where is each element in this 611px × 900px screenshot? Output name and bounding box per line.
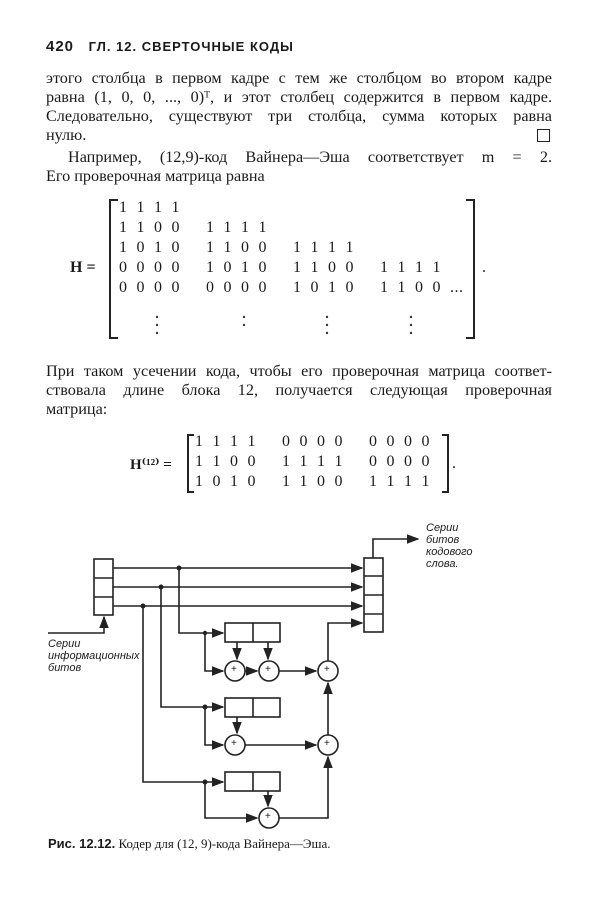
matrix-h12-brackets <box>187 434 449 493</box>
matrix-row: 0 0 0 0 0 0 0 0 1 0 1 0 1 1 0 0 ... <box>119 278 467 298</box>
adder <box>258 660 280 682</box>
figure-caption: Рис. 12.12. Кодер для (12, 9)-кода Вайне… <box>48 836 331 852</box>
matrix-block: 1 1 0 0 ... <box>380 279 464 296</box>
adder <box>224 734 246 756</box>
input-register <box>93 558 114 616</box>
text-line: Например, (12,9)-код Вайнера—Эша соответ… <box>68 148 552 166</box>
matrix-h-label: H = <box>70 259 96 276</box>
matrix-block: 0 0 0 0 <box>119 279 180 296</box>
label-line: битов <box>48 662 82 674</box>
caption-number: Рис. 12.12. <box>48 836 116 851</box>
matrix-block: 1 0 1 0 <box>195 473 256 490</box>
matrix-block: 1 0 1 0 <box>293 279 354 296</box>
adder-plus-symbol: + <box>265 664 271 675</box>
input-label: Серии информационных битов <box>48 638 139 674</box>
output-label: Серии битов кодового слова. <box>426 522 473 570</box>
text-line: равна (1, 0, 0, ..., 0)ᵀ, и этот столбец… <box>46 88 552 106</box>
text-line: нулю. <box>46 126 87 144</box>
end-of-proof-icon <box>537 129 550 142</box>
text-line: ствовала длине блока 12, получается след… <box>46 381 552 399</box>
label-line: битов <box>426 534 460 546</box>
matrix-block: 0 0 0 0 <box>369 433 430 450</box>
paragraph-1: этого столбца в первом кадре с тем же ст… <box>46 69 552 145</box>
matrix-h-body: 1 1 1 1 1 1 0 0 1 1 1 1 1 0 1 0 1 1 0 0 1 1 1… <box>119 198 467 298</box>
paragraph-3: При таком усечении кода, чтобы его прове… <box>46 362 552 419</box>
running-title: ГЛ. 12. СВЕРТОЧНЫЕ КОДЫ <box>88 39 294 54</box>
matrix-block: 0 0 0 0 <box>206 279 267 296</box>
matrix-row: 1 1 0 0 1 1 1 1 0 0 0 0 <box>195 452 456 472</box>
matrix-block: 0 0 0 0 <box>369 453 430 470</box>
adder <box>224 660 246 682</box>
matrix-block: 1 1 1 1 <box>282 453 343 470</box>
adder-plus-symbol: + <box>231 664 237 675</box>
matrix-block: 1 1 1 1 <box>380 259 441 276</box>
matrix-row: 1 0 1 0 1 1 0 0 1 1 1 1 <box>119 238 467 258</box>
label-line: слова. <box>426 558 459 570</box>
matrix-h-brackets <box>109 199 475 339</box>
matrix-h-period: . <box>482 259 486 276</box>
matrix-row: 1 1 1 1 <box>119 198 467 218</box>
adder <box>317 660 339 682</box>
caption-text: Кодер для (12, 9)-кода Вайнера—Эша. <box>118 836 331 851</box>
adder <box>317 734 339 756</box>
label-line: кодового <box>426 546 473 558</box>
matrix-h12-body: 1 1 1 1 0 0 0 0 0 0 0 0 1 1 0 0 1 1 1 1 0 0 0… <box>195 432 456 492</box>
label-line: Серии <box>426 522 459 534</box>
matrix-row: 0 0 0 0 1 0 1 0 1 1 0 0 1 1 1 1 <box>119 258 467 278</box>
matrix-block: 1 1 1 1 <box>206 219 267 236</box>
matrix-block: 1 0 1 0 <box>206 259 267 276</box>
matrix-block: 1 1 1 1 <box>119 199 180 216</box>
adder-plus-symbol: + <box>265 811 271 822</box>
text-line: матрица: <box>46 400 108 418</box>
text-line: этого столбца в первом кадре с тем же ст… <box>46 69 552 87</box>
matrix-block: 0 0 0 0 <box>282 433 343 450</box>
adder-plus-symbol: + <box>324 664 330 675</box>
running-header: 420 ГЛ. 12. СВЕРТОЧНЫЕ КОДЫ <box>46 38 294 55</box>
matrix-h12-period: . <box>452 455 456 472</box>
matrix-block: 1 0 1 0 <box>119 239 180 256</box>
matrix-row: 1 1 0 0 1 1 1 1 <box>119 218 467 238</box>
matrix-block: 1 1 0 0 <box>293 259 354 276</box>
text-line: Его проверочная матрица равна <box>46 167 265 185</box>
paragraph-2: Например, (12,9)-код Вайнера—Эша соответ… <box>46 148 552 186</box>
page-number: 420 <box>46 38 75 55</box>
matrix-h12-label: H⁽¹²⁾ = <box>130 457 172 473</box>
text-line: Следовательно, существуют три столбца, с… <box>46 107 552 125</box>
matrix-row: 1 1 1 1 0 0 0 0 0 0 0 0 <box>195 432 456 452</box>
matrix-block: 1 1 0 0 <box>206 239 267 256</box>
adder <box>258 807 280 829</box>
matrix-block: 1 1 1 1 <box>195 433 256 450</box>
adder-plus-symbol: + <box>324 738 330 749</box>
matrix-block: 1 1 0 0 <box>195 453 256 470</box>
matrix-block: 1 1 0 0 <box>119 219 180 236</box>
adder-plus-symbol: + <box>231 738 237 749</box>
label-line: Серии <box>48 638 81 650</box>
label-line: информационных <box>48 650 140 662</box>
matrix-block: 1 1 1 1 <box>369 473 430 490</box>
matrix-block: 1 1 0 0 <box>282 473 343 490</box>
text-line: При таком усечении кода, чтобы его прове… <box>46 362 552 380</box>
matrix-block: 0 0 0 0 <box>119 259 180 276</box>
matrix-row: 1 0 1 0 1 1 0 0 1 1 1 1 <box>195 472 456 492</box>
matrix-block: 1 1 1 1 <box>293 239 354 256</box>
